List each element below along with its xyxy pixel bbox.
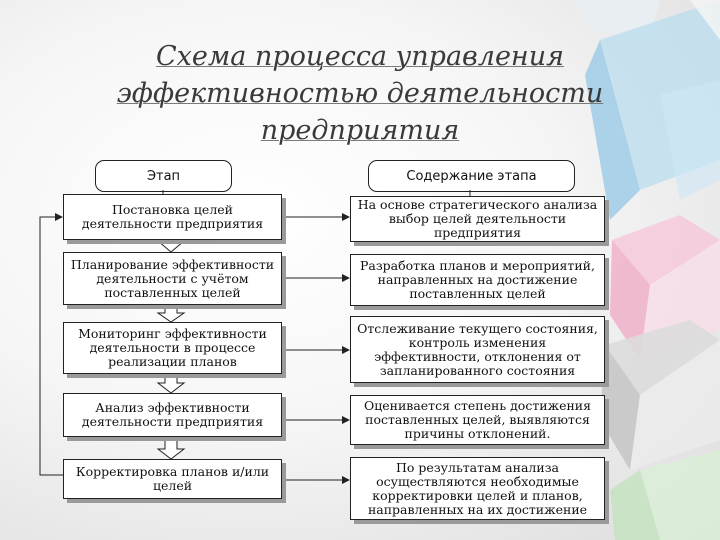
stage-box-3: Мониторинг эффективности деятельности в … xyxy=(63,322,282,374)
content-text: Разработка планов и мероприятий, направл… xyxy=(360,258,595,301)
content-box-1: На основе стратегического анализа выбор … xyxy=(350,196,605,242)
stage-down-arrows xyxy=(156,228,186,460)
content-text: Оценивается степень достижения поставлен… xyxy=(363,398,592,441)
stage-box-5: Корректировка планов и/или целей xyxy=(63,459,282,499)
content-column-header: Содержание этапа xyxy=(368,160,575,192)
stage-column-header: Этап xyxy=(95,160,232,192)
content-text: По результатам анализа осуществляются не… xyxy=(367,459,588,517)
content-box-3: Отслеживание текущего состояния, контрол… xyxy=(350,316,605,383)
slide-title: Схема процесса управления эффективностью… xyxy=(116,41,604,146)
stage-box-1: Постановка целей деятельности предприяти… xyxy=(63,194,282,240)
stage-label: Анализ эффективности деятельности предпр… xyxy=(81,400,264,429)
content-box-4: Оценивается степень достижения поставлен… xyxy=(350,395,605,445)
stage-box-4: Анализ эффективности деятельности предпр… xyxy=(63,393,282,437)
stage-box-2: Планирование эффективности деятельности … xyxy=(63,252,282,305)
stage-label: Постановка целей деятельности предприяти… xyxy=(81,202,264,231)
content-box-5: По результатам анализа осуществляются не… xyxy=(350,457,605,520)
stage-label: Планирование эффективности деятельности … xyxy=(70,256,275,300)
stage-label: Корректировка планов и/или целей xyxy=(75,464,270,493)
stage-label: Мониторинг эффективности деятельности в … xyxy=(78,326,267,369)
content-text: На основе стратегического анализа выбор … xyxy=(357,197,598,240)
feedback-loop-line xyxy=(39,216,63,476)
content-box-2: Разработка планов и мероприятий, направл… xyxy=(350,254,605,306)
content-text: Отслеживание текущего состояния, контрол… xyxy=(357,320,598,378)
stage-content-links xyxy=(282,213,350,484)
feedback-loop-arrowhead xyxy=(55,213,63,221)
